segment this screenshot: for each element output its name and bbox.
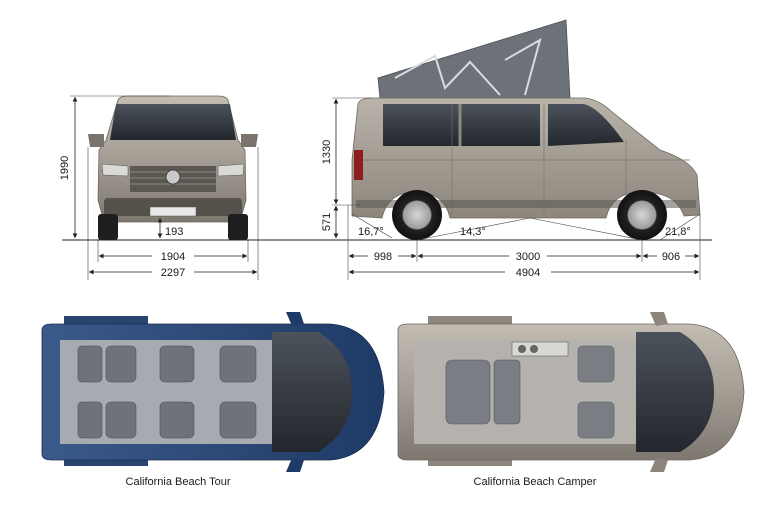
side-view: 1330 571 16,7° 14,3° 21,8° 998 3000 906	[321, 19, 701, 280]
total-width-label: 2297	[161, 267, 185, 279]
front-view: 1990 193 1904 2297	[59, 95, 259, 280]
front-height-label: 1990	[59, 156, 71, 180]
ramp-angle-label: 14,3°	[460, 226, 486, 238]
rear-wheel	[392, 190, 442, 240]
total-length-label: 4904	[516, 267, 540, 279]
departure-angle-label: 21,8°	[665, 226, 691, 238]
front-vehicle-illustration	[88, 95, 258, 240]
vw-logo-icon	[165, 169, 181, 185]
front-overhang-label: 998	[374, 251, 392, 263]
tour-caption: California Beach Tour	[126, 476, 231, 488]
camper-top-view: California Beach Camper	[397, 312, 745, 488]
side-vehicle-illustration	[351, 19, 701, 240]
approach-angle-label: 16,7°	[358, 226, 384, 238]
tour-top-view: California Beach Tour	[41, 312, 385, 488]
front-wheel	[617, 190, 667, 240]
popup-roof	[377, 19, 571, 99]
roof-height-label: 1330	[321, 140, 333, 164]
camper-seats	[445, 345, 615, 439]
camper-caption: California Beach Camper	[474, 476, 597, 488]
track-width-label: 1904	[161, 251, 185, 263]
wheelbase-label: 3000	[516, 251, 540, 263]
rear-overhang-label: 906	[662, 251, 680, 263]
floor-height-label: 571	[321, 213, 333, 231]
ground-clearance-label: 193	[165, 226, 183, 238]
tour-seats	[77, 345, 257, 439]
